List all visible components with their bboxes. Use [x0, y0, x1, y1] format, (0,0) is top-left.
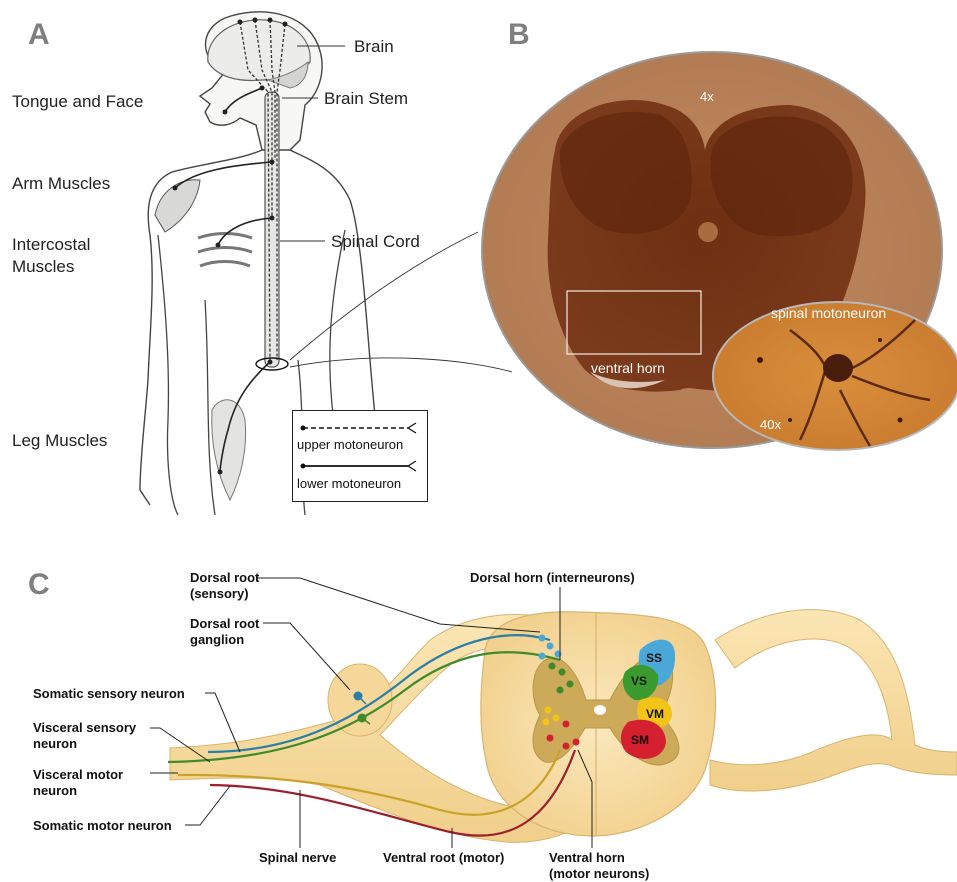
label-dorsal-horn: Dorsal horn (interneurons) [470, 570, 635, 586]
region-label-sm: SM [631, 732, 649, 748]
region-label-vs: VS [631, 673, 647, 689]
region-label-ss: SS [646, 650, 662, 666]
label-dorsal-root-ganglion: Dorsal root ganglion [190, 616, 259, 648]
label-ventral-horn: Ventral horn (motor neurons) [549, 850, 649, 882]
label-visceral-sensory-neuron: Visceral sensory neuron [33, 720, 136, 752]
label-dorsal-root: Dorsal root (sensory) [190, 570, 259, 602]
region-label-vm: VM [646, 706, 664, 722]
label-somatic-sensory-neuron: Somatic sensory neuron [33, 686, 185, 702]
label-spinal-nerve: Spinal nerve [259, 850, 336, 866]
label-somatic-motor-neuron: Somatic motor neuron [33, 818, 172, 834]
label-ventral-root: Ventral root (motor) [383, 850, 504, 866]
label-visceral-motor-neuron: Visceral motor neuron [33, 767, 123, 799]
